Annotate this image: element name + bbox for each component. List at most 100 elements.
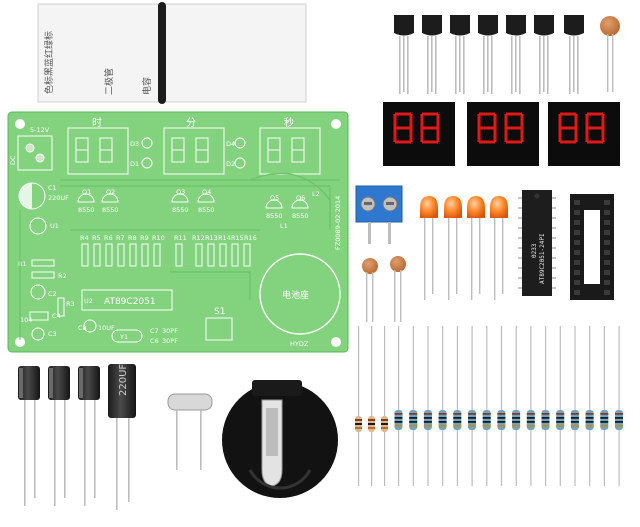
d4-outline bbox=[234, 137, 246, 149]
pcb-c1-label: C1 bbox=[48, 184, 57, 192]
pcb-q2-label: Q2 bbox=[106, 188, 115, 196]
led-group bbox=[420, 196, 508, 300]
pcb-r-label: R7 bbox=[116, 234, 125, 242]
seven-segment-display bbox=[383, 102, 455, 166]
resistor-labels: R4 R5 R6 R7 R8 R9 R10 R11 R12 R13 R14 R1… bbox=[80, 234, 257, 242]
pcb-hour-label: 时 bbox=[92, 117, 102, 129]
transistor bbox=[422, 15, 442, 94]
resistor bbox=[368, 326, 375, 486]
dc-jack-outline bbox=[17, 135, 53, 171]
pcb-d1-label: D1 bbox=[130, 160, 139, 168]
pcb-q1-label: Q1 bbox=[82, 188, 91, 196]
pcb-substrate bbox=[7, 111, 349, 353]
resistor bbox=[468, 326, 476, 486]
pcb-u1-label: U1 bbox=[50, 222, 59, 230]
pcb-q6-label: Q6 bbox=[296, 194, 305, 202]
pcb-c7-label: C7 bbox=[150, 327, 159, 335]
resistor bbox=[355, 326, 362, 486]
electrolytic-capacitor bbox=[48, 366, 70, 506]
pcb-r-label: R4 bbox=[80, 234, 89, 242]
pcb-r-label: R16 bbox=[244, 234, 257, 242]
pcb-d4-label: D4 bbox=[226, 140, 235, 148]
hour-display-outline bbox=[67, 127, 129, 175]
seven-segment-display bbox=[548, 102, 620, 166]
s1-outline bbox=[205, 317, 233, 341]
u2-outline bbox=[81, 289, 173, 311]
resistor bbox=[497, 326, 506, 486]
pcb-q-part-label: 8550 bbox=[198, 206, 215, 214]
resistor bbox=[585, 326, 594, 486]
ic-socket bbox=[570, 194, 614, 300]
pcb-c2-label: C2 bbox=[48, 290, 57, 298]
pcb-r-label: R15 bbox=[231, 234, 244, 242]
pcb-dc-label: DC bbox=[9, 155, 17, 165]
pcb-d3-label: D3 bbox=[130, 140, 139, 148]
seven-segment-display bbox=[467, 102, 539, 166]
pcb-d2-label: D2 bbox=[226, 160, 235, 168]
pcb-q-part-label: 8550 bbox=[78, 206, 95, 214]
pad bbox=[25, 143, 35, 153]
resistor-row bbox=[355, 326, 623, 486]
mounting-hole bbox=[331, 337, 341, 347]
u1-outline bbox=[29, 217, 47, 235]
pcb-c8-label: C8 bbox=[78, 324, 87, 332]
screw-terminal-block bbox=[355, 185, 403, 244]
resistor bbox=[541, 326, 550, 486]
pcb-r2-label: R2 bbox=[58, 272, 67, 280]
rubber-band bbox=[158, 2, 166, 104]
transistor bbox=[450, 15, 470, 94]
pcb-r-label: R13 bbox=[205, 234, 218, 242]
y1-outline bbox=[111, 329, 143, 343]
pcb-r1-label: R1 bbox=[18, 260, 27, 268]
pcb-board-id: FZ0089-02-2014 bbox=[334, 196, 342, 250]
resistor bbox=[423, 326, 432, 486]
pcb-u2-label: U2 bbox=[84, 297, 93, 305]
crystal-oscillator bbox=[167, 393, 213, 470]
pcb-battery-label: 电池座 bbox=[282, 289, 309, 301]
pcb-l2-label: L2 bbox=[312, 190, 320, 198]
electrolytic-capacitors: 220UF bbox=[18, 364, 136, 510]
resistor-footprints bbox=[81, 243, 251, 267]
pad bbox=[35, 153, 45, 163]
resistor bbox=[615, 326, 623, 486]
paper-strip-text-1: 色标黑蓝红绿标 bbox=[43, 31, 55, 94]
pcb-l1-label: L1 bbox=[280, 222, 288, 230]
pcb-r-label: R10 bbox=[152, 234, 165, 242]
transistor-row bbox=[394, 15, 584, 94]
pcb-q3-label: Q3 bbox=[176, 188, 185, 196]
transistor bbox=[564, 15, 584, 94]
c2-outline bbox=[30, 284, 46, 300]
resistor bbox=[394, 326, 403, 486]
pcb-q-part-label: 8550 bbox=[266, 212, 283, 220]
resistor bbox=[409, 326, 418, 486]
pcb-c6-label: C6 bbox=[150, 337, 159, 345]
pcb-brand-label: HYDZ bbox=[290, 340, 309, 348]
pcb-q-part-label: 8550 bbox=[292, 212, 309, 220]
r3-outline bbox=[57, 297, 65, 317]
pcb-r-label: R12 bbox=[192, 234, 205, 242]
resistor bbox=[482, 326, 491, 486]
resistor bbox=[381, 326, 388, 486]
led bbox=[420, 196, 438, 300]
pcb-q-part-label: 8550 bbox=[102, 206, 119, 214]
pcb-traces bbox=[19, 172, 340, 340]
pcb-voltage-label: 5-12V bbox=[30, 126, 50, 134]
transistor bbox=[534, 15, 554, 94]
resistor bbox=[570, 326, 579, 486]
ic-marking-line2: 0233 bbox=[531, 243, 538, 258]
pcb-board: 5-12V DC C1 220UF 时 分 秒 D3 D1 D4 D2 bbox=[7, 111, 349, 353]
paper-strip-body bbox=[37, 3, 307, 103]
resistor bbox=[453, 326, 462, 486]
resistor bbox=[526, 326, 535, 486]
pcb-r-label: R6 bbox=[104, 234, 113, 242]
ic-marking-line1: AT89C2051-24PI bbox=[539, 233, 546, 284]
c1-polarity-mark bbox=[19, 183, 32, 209]
pcb-mcu-label: AT89C2051 bbox=[104, 297, 156, 307]
pcb-r-label: R14 bbox=[218, 234, 231, 242]
pcb-q-part-label: 8550 bbox=[172, 206, 189, 214]
c4-outline bbox=[29, 311, 49, 321]
c3-outline bbox=[31, 327, 45, 341]
electrolytic-capacitor-220uf: 220UF bbox=[108, 364, 136, 510]
r2-outline bbox=[31, 271, 55, 279]
d1-outline bbox=[141, 157, 153, 169]
